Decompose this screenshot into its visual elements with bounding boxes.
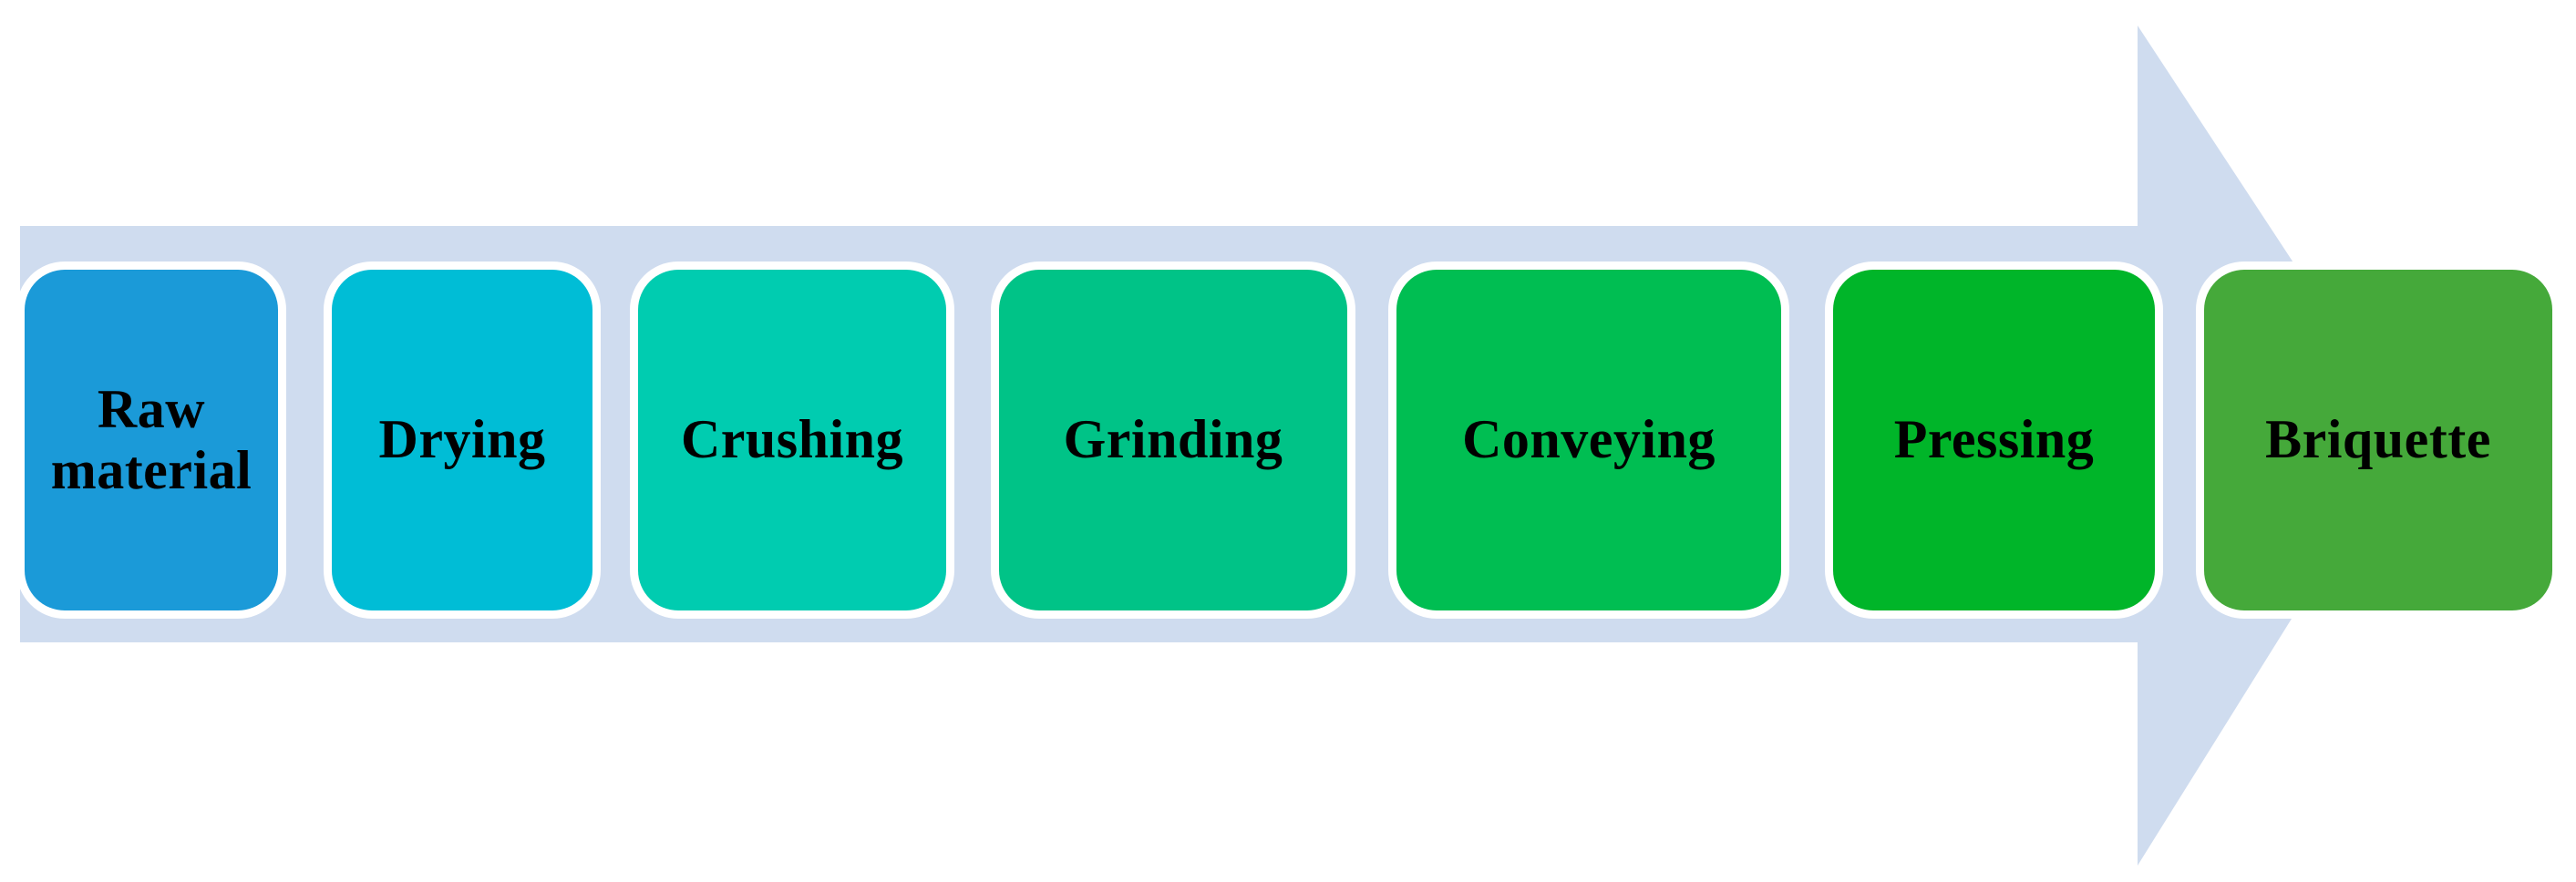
process-step-label: Briquette bbox=[2265, 409, 2491, 470]
process-step-label: Crushing bbox=[680, 409, 904, 470]
process-step-label: Raw material bbox=[50, 378, 252, 500]
process-step-raw-material[interactable]: Raw material bbox=[25, 270, 278, 610]
process-step-pressing[interactable]: Pressing bbox=[1833, 270, 2155, 610]
process-step-label: Pressing bbox=[1893, 409, 2095, 470]
process-step-label: Grinding bbox=[1063, 409, 1283, 470]
process-step-briquette[interactable]: Briquette bbox=[2204, 270, 2552, 610]
process-step-label: Drying bbox=[378, 409, 546, 470]
process-step-drying[interactable]: Drying bbox=[332, 270, 592, 610]
process-step-conveying[interactable]: Conveying bbox=[1396, 270, 1781, 610]
process-step-crushing[interactable]: Crushing bbox=[638, 270, 946, 610]
process-step-grinding[interactable]: Grinding bbox=[999, 270, 1347, 610]
process-step-label: Conveying bbox=[1462, 409, 1716, 470]
